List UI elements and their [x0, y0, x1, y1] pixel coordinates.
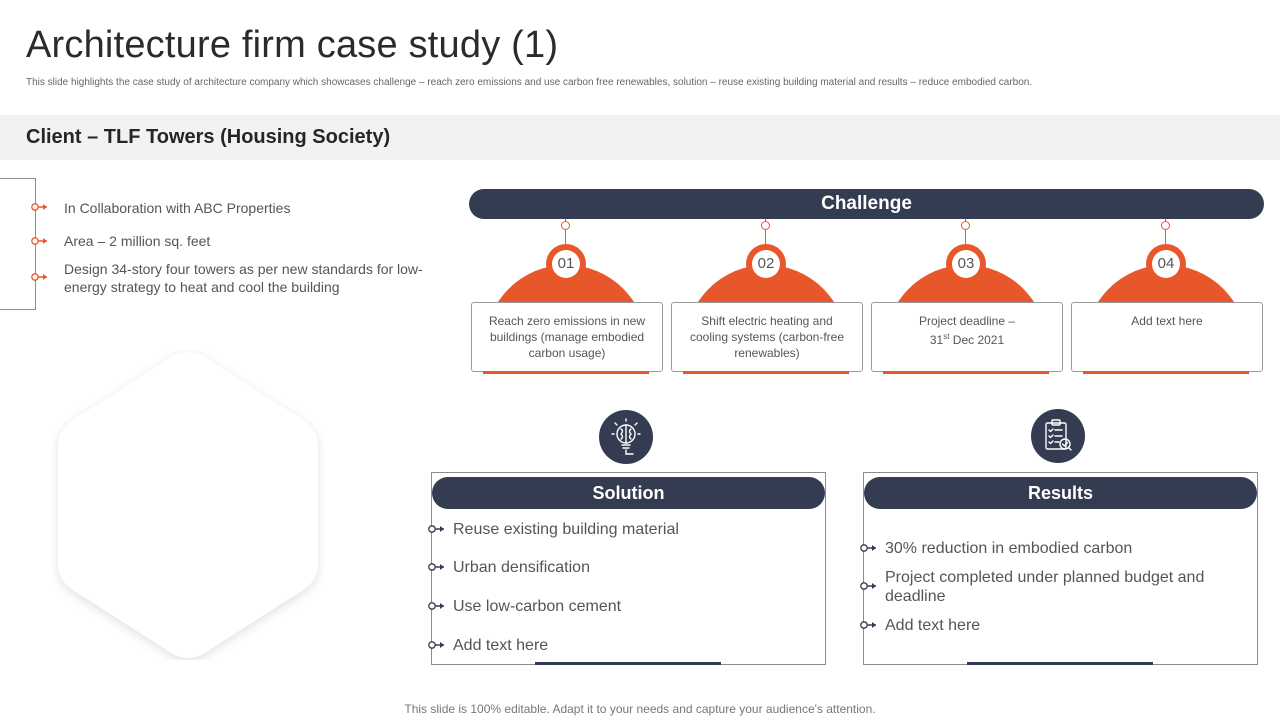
client-banner: Client – TLF Towers (Housing Society)	[0, 115, 1280, 160]
challenge-number: 01	[552, 250, 580, 278]
connector-dot	[761, 221, 770, 230]
challenge-number: 02	[752, 250, 780, 278]
challenge-card: 02 Shift electric heating and cooling sy…	[669, 219, 863, 374]
solution-item: Urban densification	[453, 559, 590, 576]
client-detail-item: In Collaboration with ABC Properties	[64, 200, 291, 216]
navy-bullet-icon	[860, 621, 876, 629]
connector-dot	[961, 221, 970, 230]
results-panel: Results 30% reduction in embodied carbon…	[860, 472, 1258, 665]
solution-item: Reuse existing building material	[453, 521, 679, 538]
navy-bullet-icon	[860, 544, 876, 552]
solution-item: Add text here	[453, 637, 549, 654]
orange-bullet-icon	[31, 203, 47, 211]
solution-panel: Solution Reuse existing building materia…	[428, 472, 826, 665]
results-item: Add text here	[885, 617, 981, 634]
connector-line	[565, 219, 566, 247]
navy-bullet-icon	[428, 525, 444, 533]
connector-line	[1165, 219, 1166, 247]
client-detail-item: Design 34-story four towers as per new s…	[64, 261, 423, 295]
client-detail-item: Area – 2 million sq. feet	[64, 233, 211, 249]
connector-dot	[1161, 221, 1170, 230]
solution-heading: Solution	[432, 477, 825, 509]
results-item: Project completed under planned budget a…	[885, 569, 1205, 605]
results-underline	[967, 662, 1153, 665]
challenge-card: 01 Reach zero emissions in new buildings…	[469, 219, 663, 374]
navy-bullet-icon	[428, 563, 444, 571]
challenge-text: Reach zero emissions in new buildings (m…	[471, 302, 663, 372]
challenge-text: Add text here	[1071, 302, 1263, 372]
challenge-date-day: 31	[929, 333, 944, 347]
checklist-clipboard-icon	[1031, 409, 1085, 463]
connector-line	[765, 219, 766, 247]
orange-bullet-icon	[31, 237, 47, 245]
hexagon-placeholder	[58, 352, 318, 658]
challenge-text: Shift electric heating and cooling syste…	[671, 302, 863, 372]
challenge-card: 03 Project deadline – 31st Dec 2021	[869, 219, 1063, 374]
page-subtitle: This slide highlights the case study of …	[26, 77, 1033, 88]
challenge-number: 03	[952, 250, 980, 278]
challenge-underline	[883, 371, 1049, 374]
challenge-heading: Challenge	[469, 189, 1264, 219]
navy-bullet-icon	[428, 641, 444, 649]
solution-item: Use low-carbon cement	[453, 598, 622, 615]
challenge-card: 04 Add text here	[1069, 219, 1263, 374]
brain-lightbulb-icon	[599, 410, 653, 464]
results-heading: Results	[864, 477, 1257, 509]
challenge-underline	[1083, 371, 1249, 374]
orange-bullet-icon	[31, 273, 47, 281]
navy-bullet-icon	[428, 602, 444, 610]
results-item: 30% reduction in embodied carbon	[885, 540, 1133, 557]
solution-underline	[535, 662, 721, 665]
challenge-underline	[483, 371, 649, 374]
connector-dot	[561, 221, 570, 230]
client-heading: Client – TLF Towers (Housing Society)	[26, 126, 391, 148]
connector-line	[965, 219, 966, 247]
challenge-text: Project deadline – 31st Dec 2021	[871, 302, 1063, 372]
footer-note: This slide is 100% editable. Adapt it to…	[404, 702, 876, 716]
page-title: Architecture firm case study (1)	[26, 24, 559, 66]
challenge-date-rest: Dec 2021	[949, 333, 1005, 347]
challenge-number: 04	[1152, 250, 1180, 278]
challenge-text-line: Project deadline –	[918, 314, 1016, 328]
challenge-date-suffix: st	[943, 332, 950, 341]
challenge-underline	[683, 371, 849, 374]
navy-bullet-icon	[860, 582, 876, 590]
